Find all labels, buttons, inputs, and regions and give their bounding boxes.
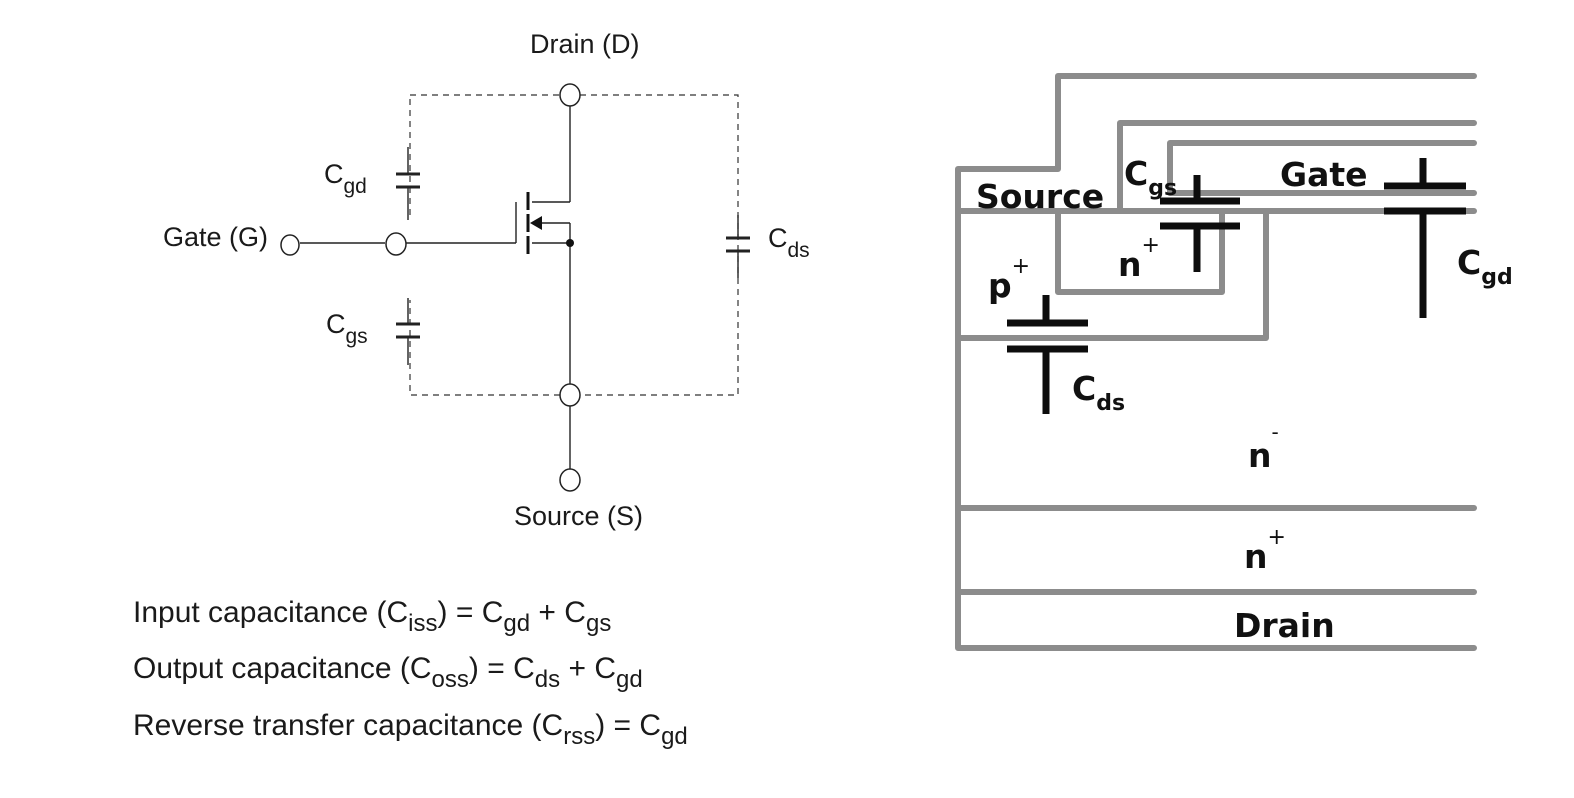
source-label: Source	[976, 177, 1104, 216]
drain-label: Drain	[1234, 606, 1335, 645]
drain-terminal	[559, 83, 581, 107]
cgs-label: Cgs	[326, 309, 368, 348]
gate-label: Gate (G)	[163, 222, 268, 252]
n-plus-source-label: n+	[1118, 233, 1160, 284]
n-minus-label: n-	[1248, 420, 1279, 475]
equation-input: Input capacitance (Ciss) = Cgd + Cgs	[133, 596, 611, 637]
source-label: Source (S)	[514, 501, 643, 531]
cds-label: Cds	[768, 223, 810, 262]
junction-dot	[566, 239, 574, 247]
cgs-capacitor	[1160, 175, 1240, 272]
equivalent-circuit: Drain (D) Gate (G) Source (S)	[163, 29, 810, 531]
n-plus-source-region	[1055, 208, 1225, 295]
source-metal-outline	[955, 73, 1477, 651]
equation-reverse-transfer: Reverse transfer capacitance (Crss) = Cg…	[133, 709, 688, 750]
cds-capacitor	[1007, 295, 1088, 414]
gate-node	[385, 232, 407, 256]
gate-electrode	[1167, 140, 1477, 196]
gate-terminal	[280, 234, 300, 256]
p-plus-label: p+	[988, 254, 1030, 305]
mosfet-cross-section: Source Gate Drain Cgs Cgd Cds p+ n+ n- n…	[955, 73, 1513, 651]
cgs-label: Cgs	[1124, 154, 1177, 201]
cgd-label: Cgd	[324, 159, 367, 198]
body-arrow-icon	[530, 216, 542, 230]
source-node	[559, 383, 581, 407]
insulator-layer	[1117, 120, 1477, 212]
equation-output: Output capacitance (Coss) = Cds + Cgd	[133, 652, 643, 693]
cgd-label: Cgd	[1457, 243, 1513, 290]
p-plus-well	[955, 208, 1269, 341]
cgd-capacitor	[1384, 158, 1466, 318]
n-plus-substrate-label: n+	[1244, 525, 1286, 576]
drain-label: Drain (D)	[530, 29, 640, 59]
capacitance-boundary	[409, 94, 739, 396]
source-terminal	[559, 468, 581, 492]
gate-label: Gate	[1280, 155, 1368, 194]
cds-label: Cds	[1072, 369, 1125, 416]
capacitance-equations: Input capacitance (Ciss) = Cgd + Cgs Out…	[133, 596, 688, 750]
